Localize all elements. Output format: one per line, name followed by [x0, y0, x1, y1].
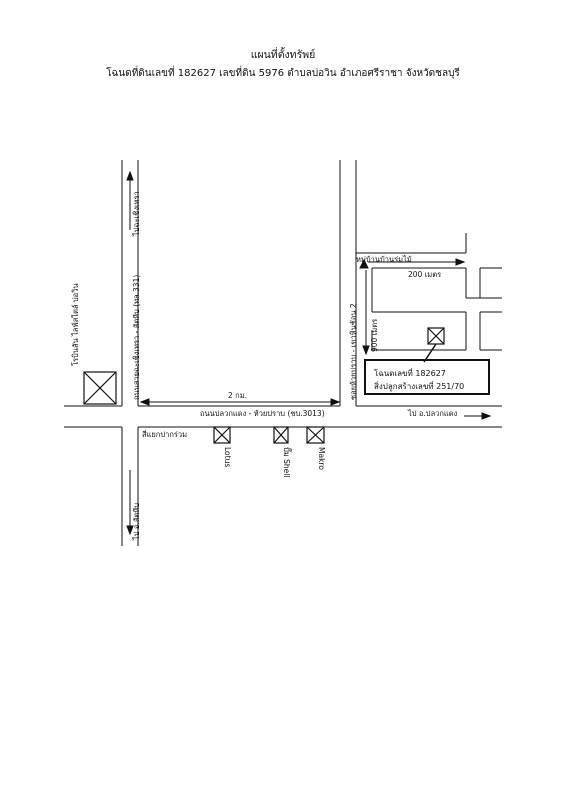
property-building: สิ่งปลูกสร้างเลขที่ 251/70: [374, 382, 465, 391]
label-lotus: Lotus: [223, 447, 232, 468]
label-makro: Makro: [317, 447, 326, 470]
arrow-head-south: [126, 525, 134, 536]
label-to-sattahip: ไป อ.สัตหีบ: [132, 503, 141, 540]
label-2km: 2 กม.: [228, 391, 248, 400]
page-subtitle: โฉนดที่ดินเลขที่ 182627 เลขที่ดิน 5976 ต…: [106, 68, 460, 79]
page-title: แผนที่ตั้งทรัพย์: [250, 49, 316, 61]
dimension-2km-left-head: [139, 398, 150, 406]
arrow-village-head: [359, 258, 369, 269]
label-200m: 200 เมตร: [408, 270, 442, 279]
property-deed: โฉนดเลขที่ 182627: [374, 369, 446, 378]
lotus-marker: [213, 426, 231, 444]
label-intersection: สี่แยกปากร่วม: [142, 430, 188, 439]
school-marker: [83, 371, 117, 405]
label-village: หมู่บ้านบ้านร่มไม้: [356, 255, 412, 264]
label-road-3013: ถนนปลวกแดง - ห้วยปราบ (ชบ.3013): [200, 409, 325, 418]
arrow-head-north: [126, 170, 134, 181]
dimension-900m-head: [362, 345, 370, 356]
dimension-200m-right-head: [455, 258, 466, 266]
property-info-box: โฉนดเลขที่ 182627 สิ่งปลูกสร้างเลขที่ 25…: [364, 359, 490, 395]
arrow-head-east: [481, 412, 492, 420]
label-soi: ซอยห้วยปราบ - เขาหินซ้อน 2: [349, 303, 358, 400]
makro-marker: [306, 426, 325, 444]
label-school: โรบินสัน ไลฟ์สไตล์ บ่อวิน: [71, 283, 80, 366]
dimension-2km-right-head: [330, 398, 341, 406]
label-road-331: ถนนสายฉะเชิงเทรา - สัตหีบ (ทล.331): [132, 274, 141, 400]
label-shell: ปั๊ม Shell: [282, 447, 291, 478]
shell-marker: [273, 426, 289, 444]
label-to-pluak-daeng: ไป อ.ปลวกแดง: [408, 409, 458, 418]
label-900m: 900 เมตร: [370, 318, 379, 352]
label-to-chachoengsao: ไปฉะเชิงเทรา: [132, 191, 141, 236]
